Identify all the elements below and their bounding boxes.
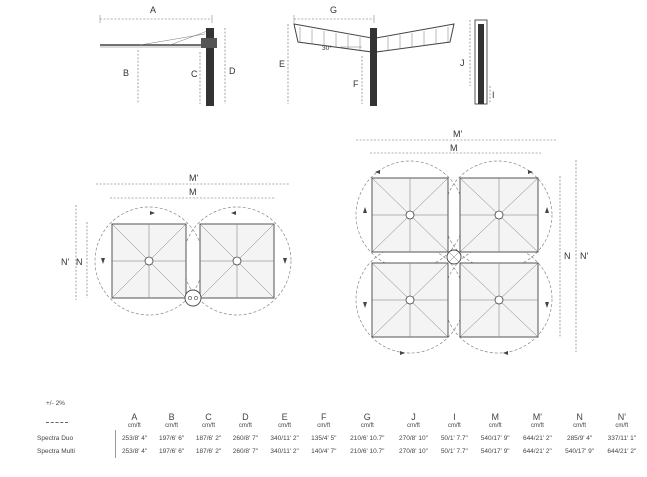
label-d: D bbox=[229, 66, 236, 76]
label-j: J bbox=[460, 58, 465, 68]
column-header: J bbox=[411, 412, 416, 422]
table-cell: 644/21' 2" bbox=[522, 435, 552, 442]
label-i: I bbox=[492, 90, 495, 100]
table-cell: 540/17' 9" bbox=[480, 448, 510, 455]
column-header: N bbox=[576, 412, 583, 422]
column-unit: cm/ft bbox=[127, 423, 141, 429]
column-unit: cm/ft bbox=[615, 423, 629, 429]
column-unit: cm/ft bbox=[238, 423, 252, 429]
table-cell: 260/8' 7" bbox=[232, 435, 259, 442]
table-cell: 340/11' 2" bbox=[270, 448, 299, 455]
table-row: Spectra Multi 253/8' 4" 197/6' 6" 187/6' 2"… bbox=[3, 445, 643, 458]
table-row: Spectra Duo 253/8' 4" 197/6' 6" 187/6' 2" 26… bbox=[3, 430, 643, 445]
column-unit: cm/ft bbox=[573, 423, 587, 429]
column-header: M' bbox=[532, 412, 542, 422]
column-unit: cm/ft bbox=[360, 423, 374, 429]
column-header: A bbox=[131, 412, 138, 422]
table-cell: 337/11' 1" bbox=[607, 435, 637, 442]
column-header: I bbox=[453, 412, 456, 422]
column-header: M bbox=[491, 412, 499, 422]
column-header: F bbox=[321, 412, 327, 422]
row-name: Spectra Multi bbox=[37, 448, 75, 455]
label-multi-n-prime: N' bbox=[580, 251, 588, 261]
table-cell: 187/6' 2" bbox=[195, 448, 222, 455]
tolerance-note: +/- 2% bbox=[46, 400, 65, 407]
label-f: F bbox=[353, 79, 359, 89]
label-duo-n-prime: N' bbox=[61, 257, 69, 267]
table-cell: 253/8' 4" bbox=[115, 445, 154, 458]
column-header: B bbox=[168, 412, 175, 422]
table-cell: 197/6' 6" bbox=[158, 435, 185, 442]
label-duo-m: M bbox=[189, 187, 197, 197]
table-cell: 50/1' 7.7" bbox=[440, 448, 468, 455]
column-unit: cm/ft bbox=[202, 423, 215, 429]
table-cell: 187/6' 2" bbox=[195, 435, 222, 442]
label-e: E bbox=[279, 59, 285, 69]
table-cell: 260/8' 7" bbox=[232, 448, 259, 455]
label-c: C bbox=[191, 69, 198, 79]
front-view: G 30° E F bbox=[279, 5, 455, 106]
label-a: A bbox=[150, 5, 156, 15]
label-angle: 30° bbox=[322, 44, 332, 52]
column-unit: cm/ft bbox=[530, 423, 544, 429]
table-cell: 197/6' 6" bbox=[158, 448, 185, 455]
column-header: G bbox=[363, 412, 371, 422]
side-view: A B C D bbox=[99, 5, 236, 106]
column-header: C bbox=[205, 412, 212, 422]
duo-top-view: M' M N' N bbox=[61, 173, 292, 316]
label-multi-m-prime: M' bbox=[453, 129, 462, 139]
column-unit: cm/ft bbox=[406, 423, 420, 429]
table-cell: 285/9' 4" bbox=[566, 435, 593, 442]
table-cell: 540/17' 9" bbox=[565, 448, 594, 455]
label-b: B bbox=[123, 68, 129, 78]
table-cell: 270/8' 10" bbox=[399, 448, 428, 455]
column-unit: cm/ft bbox=[278, 423, 292, 429]
column-unit: cm/ft bbox=[317, 423, 331, 429]
table-cell: 644/21' 2" bbox=[607, 448, 637, 455]
table-cell: 210/6' 10.7" bbox=[350, 435, 385, 442]
umbrella-dimension-drawing: A B C D G bbox=[61, 5, 588, 355]
closed-view: J I bbox=[460, 19, 495, 105]
table-cell: 644/21' 2" bbox=[522, 448, 552, 455]
column-header: D bbox=[242, 412, 249, 422]
tolerance-bar bbox=[46, 422, 68, 426]
label-multi-n: N bbox=[564, 251, 571, 261]
row-name: Spectra Duo bbox=[37, 435, 74, 442]
header-spacer bbox=[3, 407, 116, 422]
column-header: N' bbox=[617, 412, 626, 422]
column-unit: cm/ft bbox=[488, 423, 502, 429]
table-cell: 340/11' 2" bbox=[270, 435, 299, 442]
table-cell: 210/6' 10.7" bbox=[350, 448, 385, 455]
table-cell: 270/8' 10" bbox=[399, 435, 428, 442]
column-header: E bbox=[281, 412, 288, 422]
table-cell: 140/4' 7" bbox=[311, 448, 337, 455]
table-cell: 50/1' 7.7" bbox=[440, 435, 468, 442]
label-g: G bbox=[330, 5, 337, 15]
table-cell: 135/4' 5" bbox=[311, 435, 337, 442]
label-duo-n: N bbox=[76, 257, 83, 267]
multi-top-view: M' M N N' bbox=[355, 129, 588, 355]
column-unit: cm/ft bbox=[447, 423, 461, 429]
label-multi-m: M bbox=[450, 143, 458, 153]
column-unit: cm/ft bbox=[165, 423, 179, 429]
table-cell: 253/8' 4" bbox=[115, 430, 154, 445]
table-cell: 540/17' 9" bbox=[480, 435, 510, 442]
label-duo-m-prime: M' bbox=[189, 173, 198, 183]
dimensions-table: +/- 2% A B C D E F G J I M M' N N' cm/ft cm/ft cm/ft cm… bbox=[0, 400, 647, 458]
